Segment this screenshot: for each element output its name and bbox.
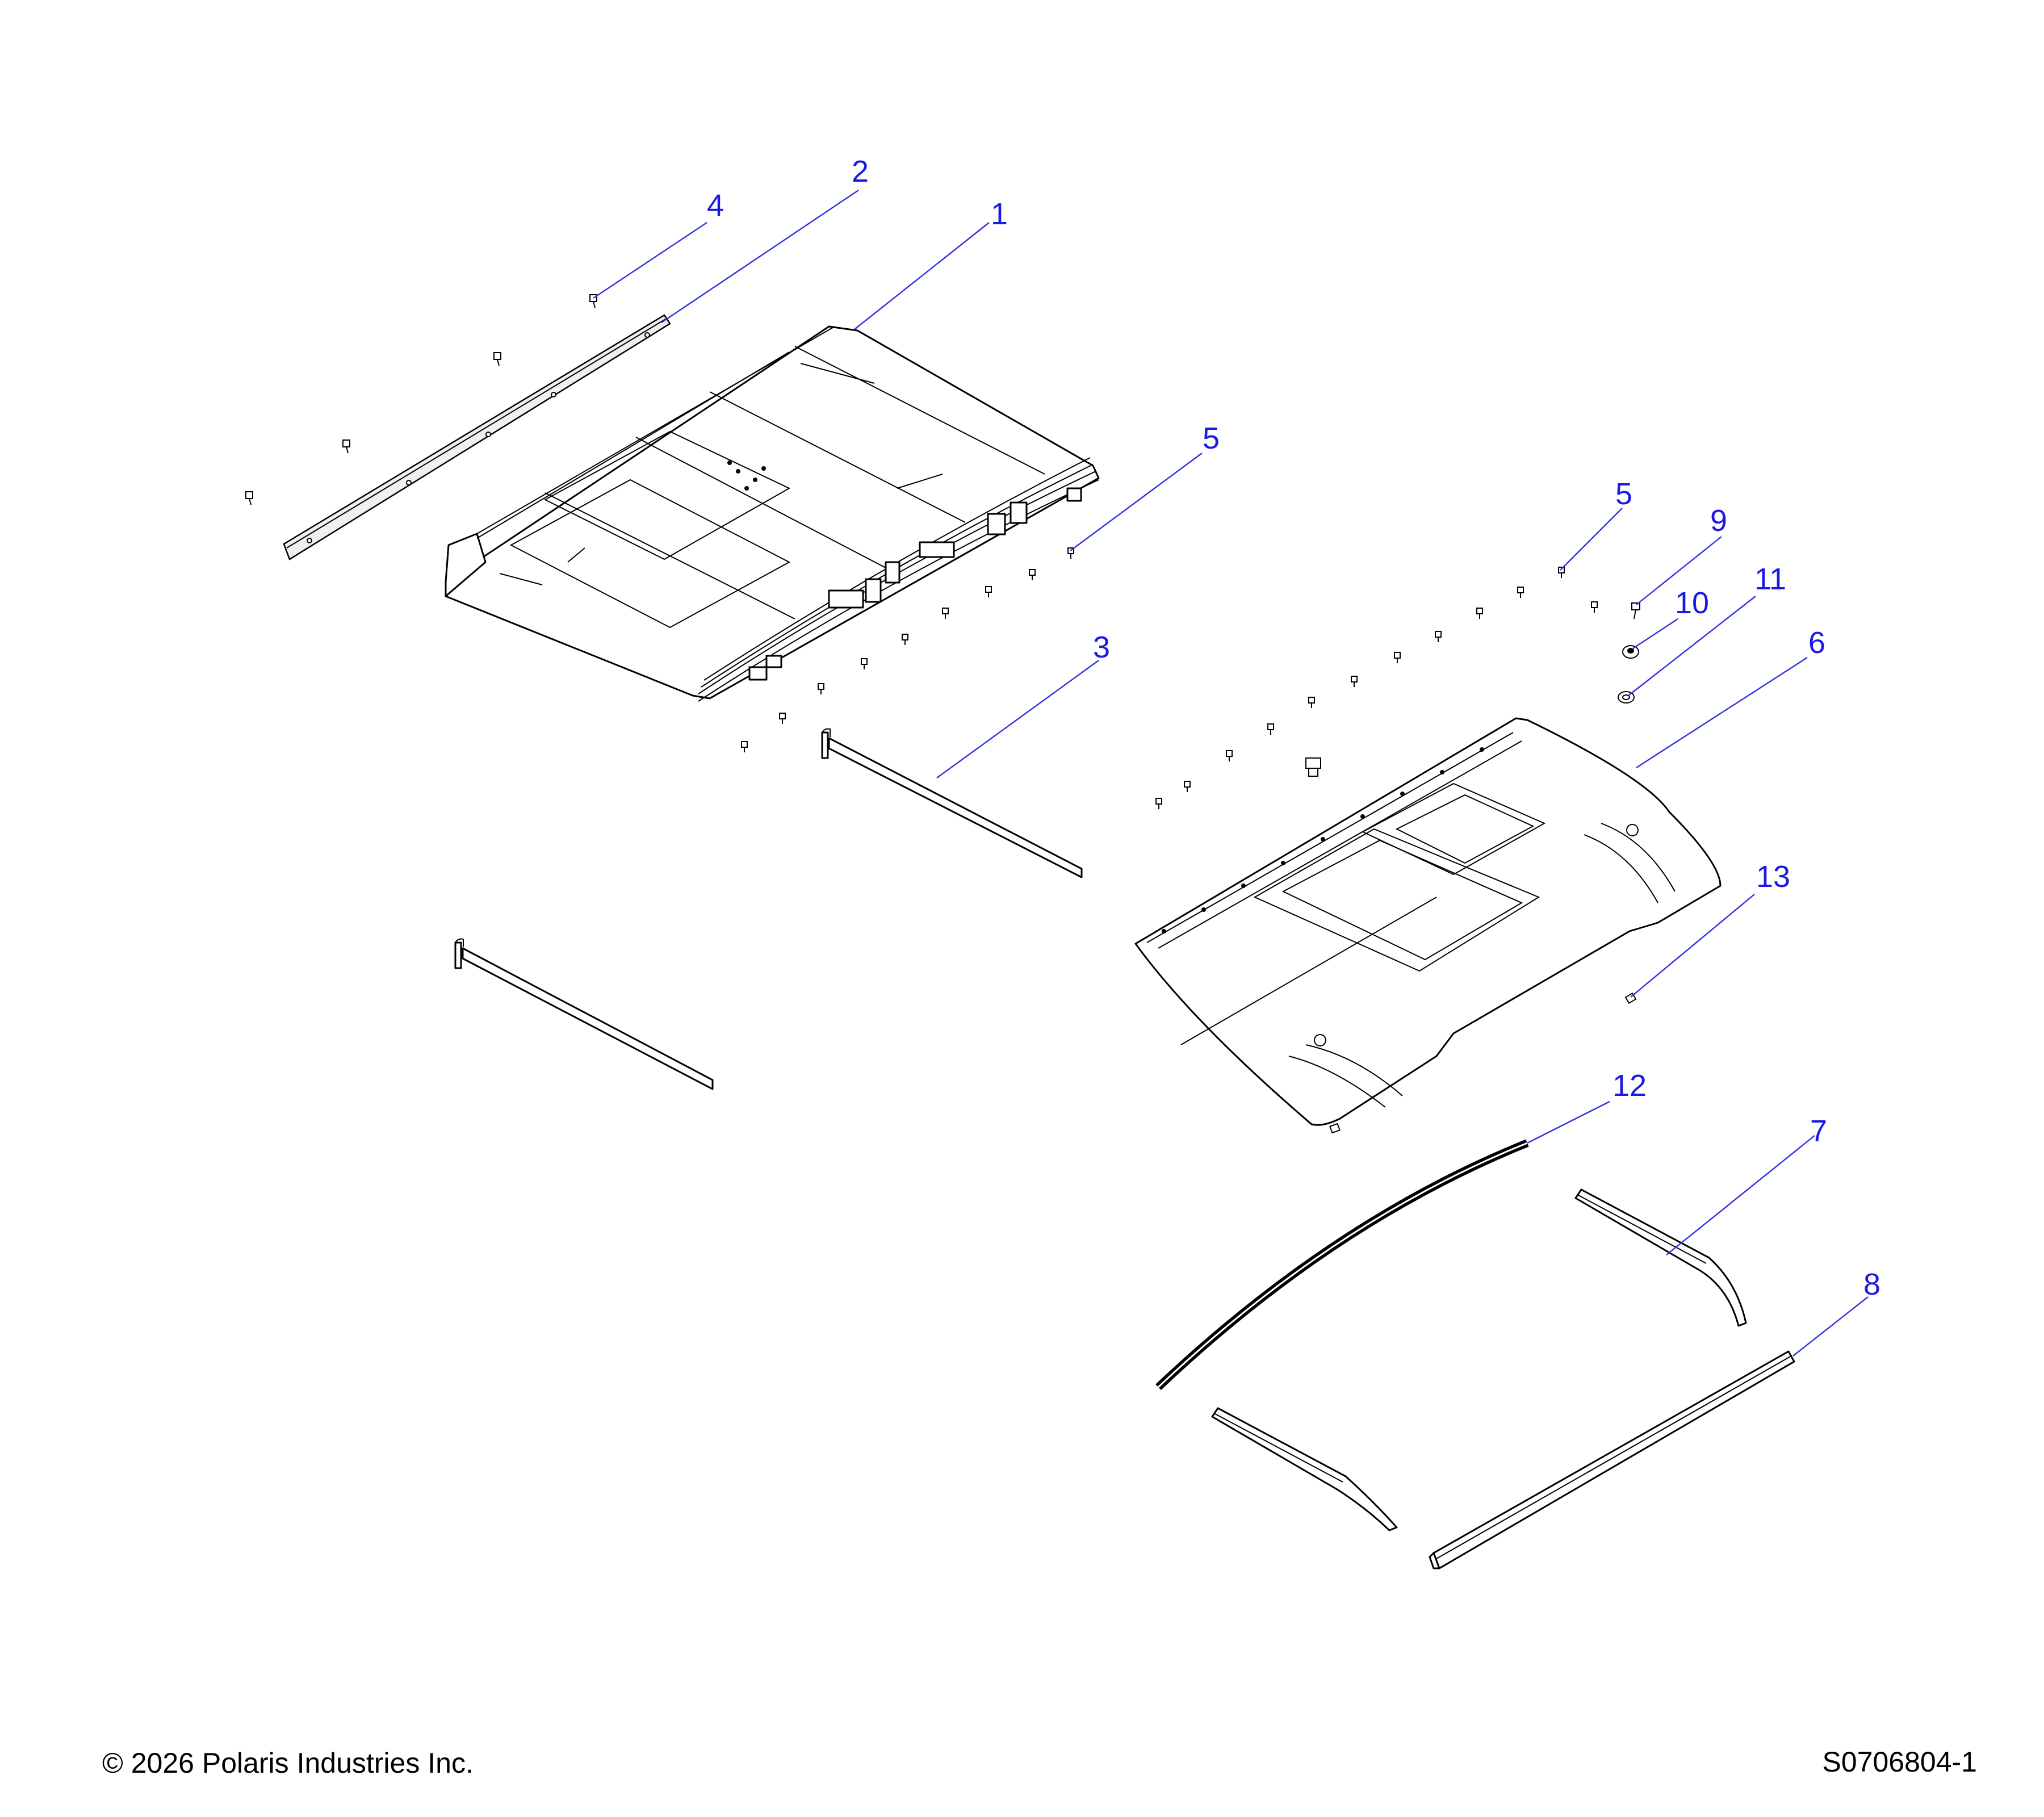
callout-4: 4: [707, 189, 724, 223]
part-12-seal-strip[interactable]: [1155, 1139, 1529, 1391]
leader-2: [661, 190, 859, 323]
leader-12: [1527, 1100, 1610, 1144]
leader-7: [1666, 1135, 1815, 1255]
callout-12: 12: [1612, 1069, 1647, 1103]
part-5-fasteners-right[interactable]: [1155, 567, 1598, 809]
callout-labels: 1 2 3 4 5 5 6 7 8 9 10 11 12 13: [707, 154, 1880, 1301]
callout-11: 11: [1754, 562, 1786, 596]
part-6-headliner[interactable]: [1134, 717, 1722, 1126]
callout-2: 2: [852, 154, 869, 189]
leader-6: [1636, 656, 1808, 769]
leader-lines: [593, 190, 1869, 1357]
leader-11: [1628, 596, 1756, 696]
part-3-weatherstrip-lower[interactable]: [454, 938, 714, 1090]
leader-1: [854, 222, 990, 330]
callout-7: 7: [1810, 1114, 1827, 1148]
part-13-clip-lower[interactable]: [1329, 1123, 1341, 1134]
callout-13: 13: [1756, 860, 1790, 894]
leader-13: [1630, 894, 1755, 998]
leader-5a: [1070, 453, 1203, 551]
part-1-roof-panel[interactable]: [445, 325, 1100, 702]
part-2-strip[interactable]: [283, 314, 671, 560]
part-10-nut[interactable]: [1622, 645, 1639, 659]
copyright-text: © 2026 Polaris Industries Inc.: [102, 1747, 474, 1779]
leader-10: [1632, 618, 1678, 650]
diagram-id: S0706804-1: [1823, 1746, 1977, 1778]
part-8-long-strip[interactable]: [1429, 1350, 1795, 1569]
part-7-trim-lower[interactable]: [1211, 1407, 1398, 1531]
part-7-trim-upper[interactable]: [1574, 1188, 1747, 1327]
part-3-weatherstrip-upper[interactable]: [821, 728, 1083, 878]
callout-6: 6: [1808, 626, 1825, 660]
leader-9: [1636, 536, 1722, 605]
leader-4: [593, 222, 707, 299]
callout-8: 8: [1863, 1267, 1880, 1301]
callout-5b: 5: [1615, 477, 1632, 511]
callout-1: 1: [991, 197, 1008, 231]
callout-9: 9: [1710, 504, 1727, 538]
callout-5a: 5: [1203, 421, 1220, 455]
part-9-screw[interactable]: [1631, 602, 1640, 619]
leader-3: [936, 660, 1099, 778]
callout-3: 3: [1093, 630, 1110, 664]
leader-8: [1792, 1296, 1869, 1357]
callout-10: 10: [1675, 586, 1709, 620]
leader-5b: [1560, 508, 1623, 571]
